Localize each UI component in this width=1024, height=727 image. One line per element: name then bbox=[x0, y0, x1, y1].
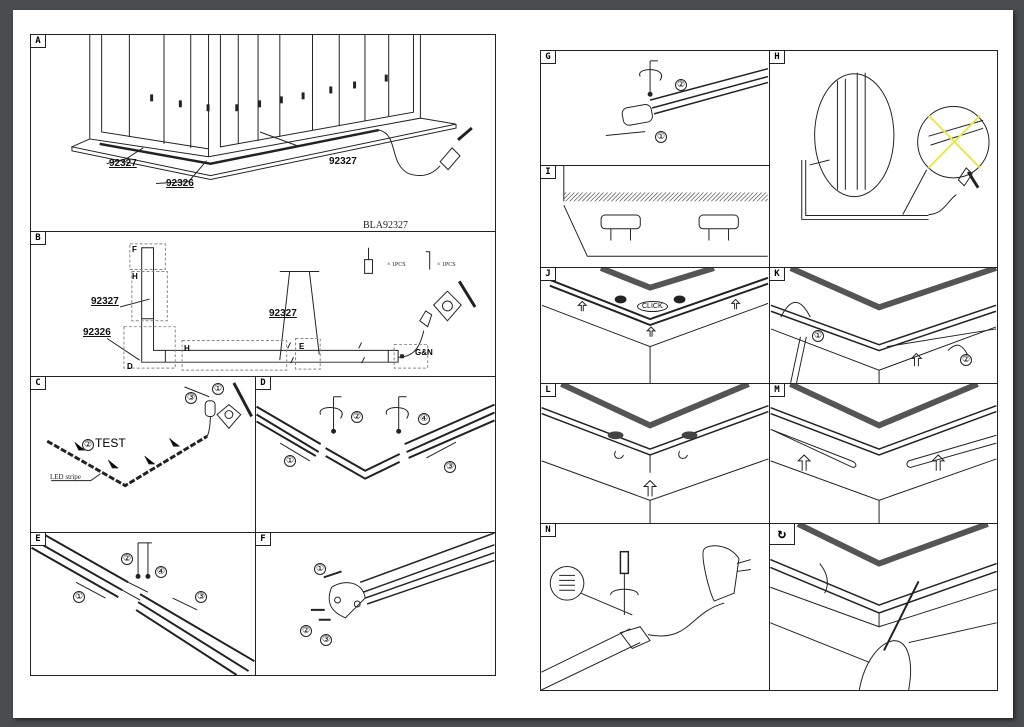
cover-removal-illustration bbox=[770, 524, 997, 690]
panel-label: E bbox=[31, 533, 46, 546]
clip-mounting-illustration bbox=[563, 166, 768, 257]
part-label-92327-horizontal: 92327 bbox=[269, 308, 297, 319]
panel-label: A bbox=[31, 35, 46, 48]
screwdriver-qty: × 1PCS bbox=[387, 262, 406, 268]
part-label-92327-right: 92327 bbox=[329, 156, 357, 167]
cover-attach-illustration bbox=[541, 384, 769, 523]
led-test-illustration bbox=[46, 382, 253, 488]
panel-label: G bbox=[541, 51, 556, 64]
step-1: ① bbox=[284, 455, 296, 467]
panel-label: L bbox=[541, 384, 556, 397]
panel-d: D ① ② ③ ④ bbox=[255, 376, 496, 533]
allen-key-qty: × 1PCS bbox=[437, 262, 456, 268]
panel-label: J bbox=[541, 268, 556, 281]
step-3: ③ bbox=[320, 634, 332, 646]
step-2: ② bbox=[82, 439, 94, 451]
mounting-detail-illustration bbox=[801, 72, 990, 220]
panel-n: N bbox=[540, 523, 770, 691]
panel-j: J CLICK bbox=[540, 267, 770, 384]
panel-label: F bbox=[256, 533, 271, 546]
panel-k: K ① ② bbox=[769, 267, 998, 384]
detail-box-gn: G&N bbox=[415, 348, 433, 357]
power-connection-illustration bbox=[541, 545, 751, 690]
instruction-sheet: A 92327 92326 9 bbox=[13, 10, 1013, 718]
step-1: ① bbox=[73, 591, 85, 603]
step-3: ③ bbox=[444, 461, 456, 473]
detail-box-d: D bbox=[127, 362, 133, 371]
step-2: ② bbox=[121, 553, 133, 565]
panel-label: D bbox=[256, 377, 271, 390]
panel-label: C bbox=[31, 377, 46, 390]
panel-g: G ① ② bbox=[540, 50, 770, 166]
part-label-92327-left: 92327 bbox=[109, 158, 137, 169]
step-2: ② bbox=[351, 411, 363, 423]
panel-e: E ① ② ③ ④ bbox=[30, 532, 256, 676]
step-3: ③ bbox=[195, 591, 207, 603]
part-label-92326: 92326 bbox=[166, 178, 194, 189]
step-1: ① bbox=[812, 330, 824, 342]
layout-diagram bbox=[106, 243, 477, 371]
step-1: ① bbox=[212, 383, 224, 395]
panel-label: H bbox=[770, 51, 785, 64]
step-2: ② bbox=[675, 79, 687, 91]
corner-connector-illustration bbox=[256, 396, 495, 480]
panel-b: B F H D H E G& bbox=[30, 231, 496, 377]
panel-m: M bbox=[769, 383, 998, 524]
panel-removal: ↻ bbox=[769, 523, 998, 691]
diffuser-insert-illustration bbox=[770, 384, 997, 523]
panel-a: A 92327 92326 9 bbox=[30, 34, 496, 232]
click-install-illustration bbox=[541, 268, 769, 383]
panel-label: I bbox=[541, 166, 556, 179]
panel-label: K bbox=[770, 268, 785, 281]
step-1: ① bbox=[655, 131, 667, 143]
rotate-icon: ↻ bbox=[770, 524, 795, 545]
step-3: ③ bbox=[185, 392, 197, 404]
step-1: ① bbox=[314, 563, 326, 575]
panel-f: F ① ② ③ bbox=[255, 532, 496, 676]
end-cap-illustration bbox=[310, 533, 495, 621]
step-2: ② bbox=[960, 354, 972, 366]
panel-h: H bbox=[769, 50, 998, 268]
panel-label: N bbox=[541, 524, 556, 537]
detail-box-e: E bbox=[299, 342, 305, 351]
detail-box-h-horizontal: H bbox=[184, 344, 190, 353]
panel-label: B bbox=[31, 232, 46, 245]
led-stripe-label: LED stripe bbox=[50, 473, 81, 481]
panel-l: L bbox=[540, 383, 770, 524]
step-4: ④ bbox=[418, 413, 430, 425]
cabinet-illustration bbox=[70, 35, 473, 184]
click-label: CLICK bbox=[637, 301, 668, 312]
test-label: TEST bbox=[95, 436, 126, 450]
feed-connector-illustration bbox=[605, 60, 769, 137]
straight-connector-illustration bbox=[31, 533, 255, 675]
panel-i: I bbox=[540, 165, 770, 268]
step-4: ④ bbox=[155, 566, 167, 578]
detail-box-f: F bbox=[132, 245, 137, 254]
detail-box-h-vertical: H bbox=[132, 272, 138, 281]
panel-label: M bbox=[770, 384, 785, 397]
part-label-92326: 92326 bbox=[83, 327, 111, 338]
part-label-92327-vertical: 92327 bbox=[91, 296, 119, 307]
panel-c: C ① ③ ② TEST LED stripe bbox=[30, 376, 256, 533]
step-2: ② bbox=[300, 625, 312, 637]
model-code: BLA92327 bbox=[363, 220, 408, 231]
cable-routing-illustration bbox=[770, 268, 997, 383]
